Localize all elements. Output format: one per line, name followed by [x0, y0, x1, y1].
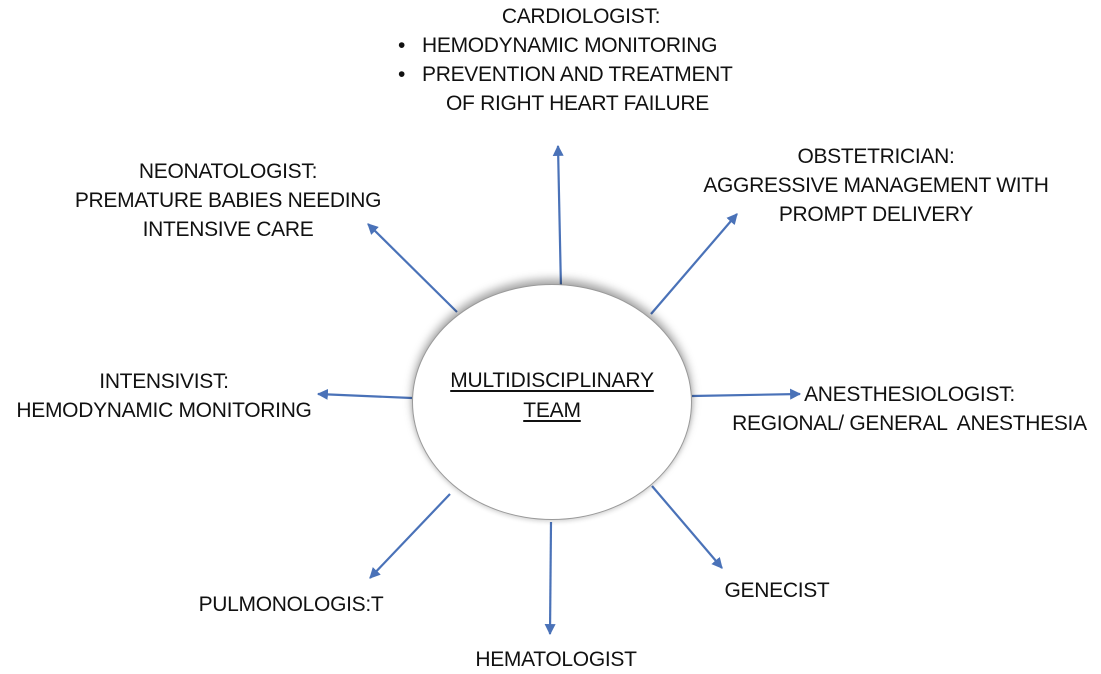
team-hub-label: MULTIDISCIPLINARY TEAM [412, 366, 692, 426]
arrow-to-anesthesiologist [691, 388, 802, 400]
intensivist-title: INTENSIVIST: [99, 370, 229, 393]
anesthesiologist-title: ANESTHESIOLOGIST: [804, 383, 1015, 406]
team-hub-circle [412, 284, 692, 520]
arrow-to-hematologist [544, 521, 556, 636]
intensivist-line-1: HEMODYNAMIC MONITORING [16, 399, 312, 422]
cardiologist-bullets: HEMODYNAMIC MONITORING PREVENTION AND TR… [396, 31, 766, 118]
cardiologist-bullet-2: PREVENTION AND TREATMENT OF RIGHT HEART … [396, 60, 766, 118]
obstetrician-title: OBSTETRICIAN: [797, 145, 955, 168]
neonatologist-line-2: INTENSIVE CARE [142, 218, 314, 241]
bullet-2-line-2: OF RIGHT HEART FAILURE [446, 92, 709, 115]
arrow-to-obstetrician [650, 213, 738, 315]
hub-line-2: TEAM [523, 399, 581, 422]
node-cardiologist: CARDIOLOGIST: HEMODYNAMIC MONITORING PRE… [396, 2, 766, 118]
anesthesiologist-line-1: REGIONAL/ GENERAL ANESTHESIA [732, 412, 1087, 435]
hub-line-1: MULTIDISCIPLINARY [450, 369, 654, 392]
arrow-to-neonatologist [367, 223, 458, 313]
neonatologist-line-1: PREMATURE BABIES NEEDING [74, 189, 382, 212]
node-genecist: GENECIST [712, 576, 842, 605]
node-obstetrician: OBSTETRICIAN: AGGRESSIVE MANAGEMENT WITH… [676, 142, 1076, 229]
obstetrician-line-2: PROMPT DELIVERY [778, 203, 974, 226]
cardiologist-title: CARDIOLOGIST: [501, 5, 661, 28]
bullet-1-text: HEMODYNAMIC MONITORING [422, 34, 718, 57]
genecist-title: GENECIST [724, 579, 830, 602]
node-anesthesiologist: ANESTHESIOLOGIST: REGIONAL/ GENERAL ANES… [718, 380, 1101, 438]
arrow-to-pulmonologist [369, 493, 451, 579]
bullet-2-line-1: PREVENTION AND TREATMENT [422, 63, 733, 86]
neonatologist-title: NEONATOLOGIST: [138, 160, 318, 183]
pulmonologist-title: PULMONOLOGIS:T [198, 593, 384, 616]
node-hematologist: HEMATOLOGIST [466, 645, 646, 674]
arrow-to-intensivist [316, 388, 413, 400]
node-neonatologist: NEONATOLOGIST: PREMATURE BABIES NEEDING … [60, 157, 396, 244]
arrow-to-genecist [651, 485, 723, 569]
cardiologist-bullet-1: HEMODYNAMIC MONITORING [396, 31, 766, 60]
node-pulmonologist: PULMONOLOGIS:T [176, 590, 406, 619]
node-intensivist: INTENSIVIST: HEMODYNAMIC MONITORING [0, 367, 328, 425]
obstetrician-line-1: AGGRESSIVE MANAGEMENT WITH [703, 174, 1049, 197]
hematologist-title: HEMATOLOGIST [475, 648, 637, 671]
arrow-to-cardiologist [552, 144, 564, 291]
